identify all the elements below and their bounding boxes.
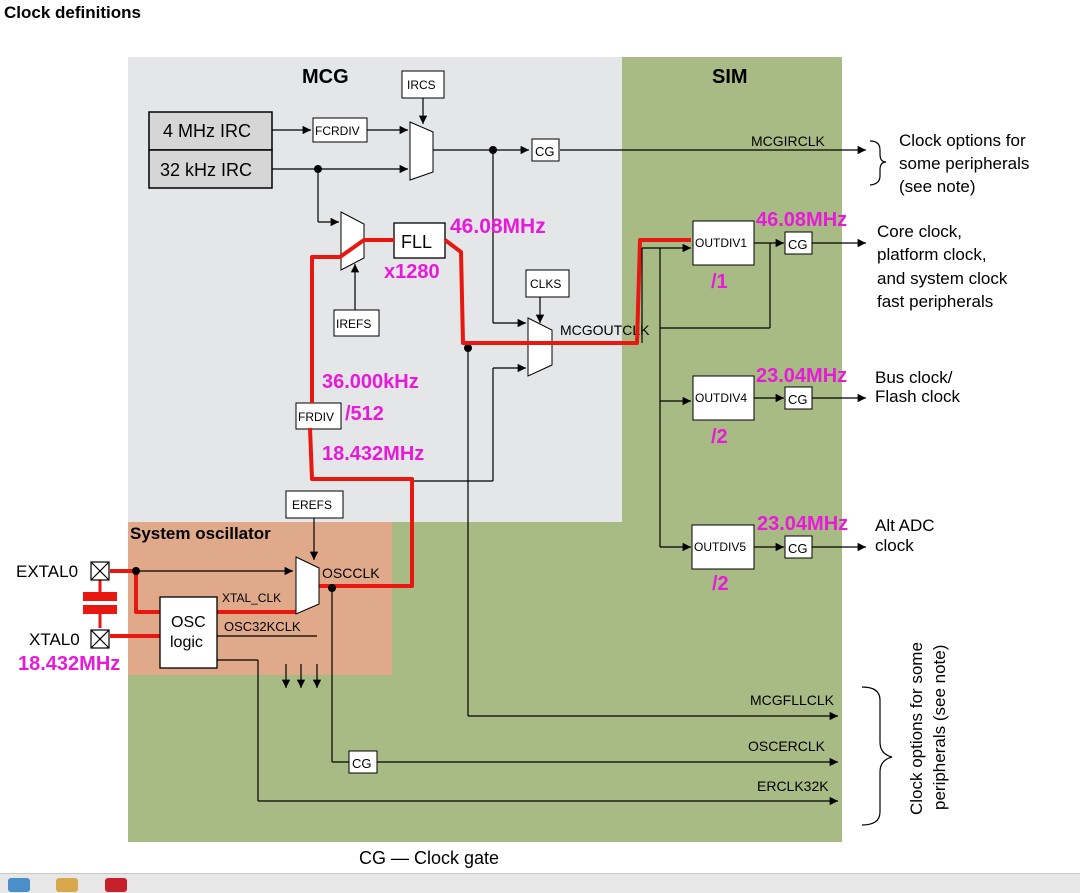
core-note-1: Core clock,	[877, 222, 962, 241]
extal-pin-icon	[90, 561, 110, 581]
frdiv-out-annotation: 36.000kHz	[322, 371, 419, 393]
ircs-label: IRCS	[407, 78, 436, 92]
cg-bus-label: CG	[788, 392, 808, 407]
outdiv5-block	[691, 524, 755, 570]
cg-bus	[784, 386, 813, 410]
clks-mux	[527, 317, 553, 377]
cg-core	[784, 231, 813, 255]
frdiv-block	[295, 402, 342, 430]
page-title: Clock definitions	[4, 3, 141, 22]
irclk-note-1: Clock options for	[899, 131, 1026, 150]
mcgoutclk-label: MCGOUTCLK	[560, 322, 650, 338]
peripheral-brace	[861, 686, 893, 826]
browser-icon[interactable]	[8, 878, 30, 892]
outdiv1-label: OUTDIV1	[695, 236, 747, 250]
cg-adc	[784, 535, 813, 559]
erclk32k-label: ERCLK32K	[757, 778, 829, 794]
irclk-note-3: (see note)	[899, 177, 976, 196]
cg-oscerclk	[348, 750, 378, 774]
outdiv1-block	[692, 220, 755, 266]
outdiv5-freq-annotation: 23.04MHz	[757, 513, 848, 535]
mcg-label: MCG	[302, 66, 349, 88]
mcgirclk-label: MCGIRCLK	[751, 133, 826, 149]
cg-irclk	[531, 138, 560, 162]
irefs-block	[333, 309, 380, 337]
adc-note-1: Alt ADC	[875, 516, 935, 535]
footer-caption: CG — Clock gate	[359, 848, 499, 868]
irclk-brace	[869, 140, 887, 186]
cg-adc-label: CG	[788, 541, 808, 556]
fcrdiv-label: FCRDIV	[315, 124, 360, 138]
outdiv1-div-annotation: /1	[711, 271, 728, 293]
erefs-block	[285, 490, 344, 519]
bus-note-1: Bus clock/	[875, 368, 953, 387]
irc-32khz-label: 32 kHz IRC	[160, 160, 252, 180]
fll-mux	[340, 211, 365, 271]
osc32kclk-label: OSC32KCLK	[224, 619, 301, 634]
outdiv5-div-annotation: /2	[712, 573, 729, 595]
bus-note-2: Flash clock	[875, 387, 961, 406]
osc-in-annotation: 18.432MHz	[322, 443, 424, 465]
outdiv4-div-annotation: /2	[711, 426, 728, 448]
irc-4mhz-block	[148, 111, 273, 151]
frdiv-div-annotation: /512	[345, 403, 384, 425]
irclk-note-2: some peripherals	[899, 154, 1029, 173]
mcgfllclk-label: MCGFLLCLK	[750, 692, 835, 708]
ircs-block	[401, 70, 445, 99]
core-note-2: platform clock,	[877, 245, 987, 264]
clks-label: CLKS	[530, 277, 561, 291]
core-note-4: fast peripherals	[877, 292, 993, 311]
xtal-pin-icon	[90, 629, 110, 649]
xtal-label: XTAL0	[29, 630, 80, 649]
crystal-annotation: 18.432MHz	[18, 653, 120, 675]
erefs-label: EREFS	[292, 498, 332, 512]
vertical-note-2: peripherals (see note)	[930, 645, 949, 810]
irc-32khz-block	[148, 149, 273, 189]
outdiv4-block	[692, 375, 755, 421]
core-note-3: and system clock	[877, 269, 1008, 288]
osc-logic-label-2: logic	[170, 634, 203, 651]
outdiv4-freq-annotation: 23.04MHz	[756, 365, 847, 387]
outdiv5-label: OUTDIV5	[694, 540, 746, 554]
sim-label: SIM	[712, 66, 748, 88]
oscerclk-label: OSCERCLK	[748, 738, 826, 754]
cg-irclk-label: CG	[535, 144, 555, 159]
outdiv1-freq-annotation: 46.08MHz	[756, 209, 847, 231]
clks-block	[525, 269, 570, 298]
oscclk-label: OSCCLK	[322, 565, 380, 581]
irefs-label: IREFS	[336, 317, 371, 331]
clock-diagram: MCG SIM System oscillator 4 MHz IRC 32 k…	[16, 57, 1029, 868]
adc-note-2: clock	[875, 536, 914, 555]
crystal-icon	[83, 580, 117, 628]
fll-out-annotation: 46.08MHz	[450, 215, 546, 238]
osc-mux	[295, 556, 320, 615]
pdf-icon[interactable]	[105, 878, 127, 892]
irc-4mhz-label: 4 MHz IRC	[163, 121, 251, 141]
irc-mux	[409, 121, 434, 181]
xtal-clk-label: XTAL_CLK	[222, 591, 281, 605]
fll-label: FLL	[401, 232, 432, 252]
outdiv4-label: OUTDIV4	[695, 391, 747, 405]
osc-logic-label-1: OSC	[171, 614, 206, 631]
osc-label: System oscillator	[130, 524, 271, 543]
cg-core-label: CG	[788, 237, 808, 252]
fll-mult-annotation: x1280	[384, 261, 440, 283]
cg-oscerclk-label: CG	[352, 756, 372, 771]
osc-logic-block	[159, 596, 218, 669]
frdiv-label: FRDIV	[298, 410, 334, 424]
app-icon[interactable]	[56, 878, 78, 892]
vertical-note-1: Clock options for some	[907, 642, 926, 815]
extal-label: EXTAL0	[16, 562, 78, 581]
taskbar	[0, 873, 1080, 893]
